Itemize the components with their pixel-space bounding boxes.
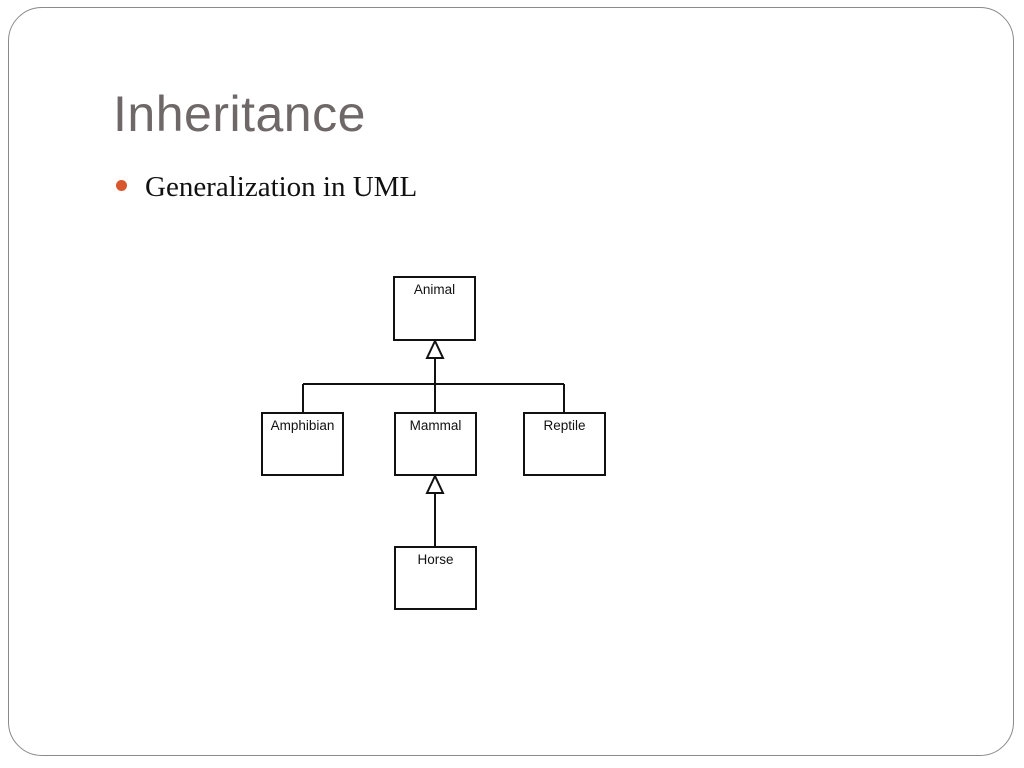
bullet-icon bbox=[116, 179, 127, 191]
slide-title: Inheritance bbox=[113, 86, 366, 142]
bullet-item: Generalization in UML bbox=[116, 170, 417, 205]
slide-frame bbox=[8, 7, 1014, 756]
bullet-text: Generalization in UML bbox=[145, 171, 418, 203]
